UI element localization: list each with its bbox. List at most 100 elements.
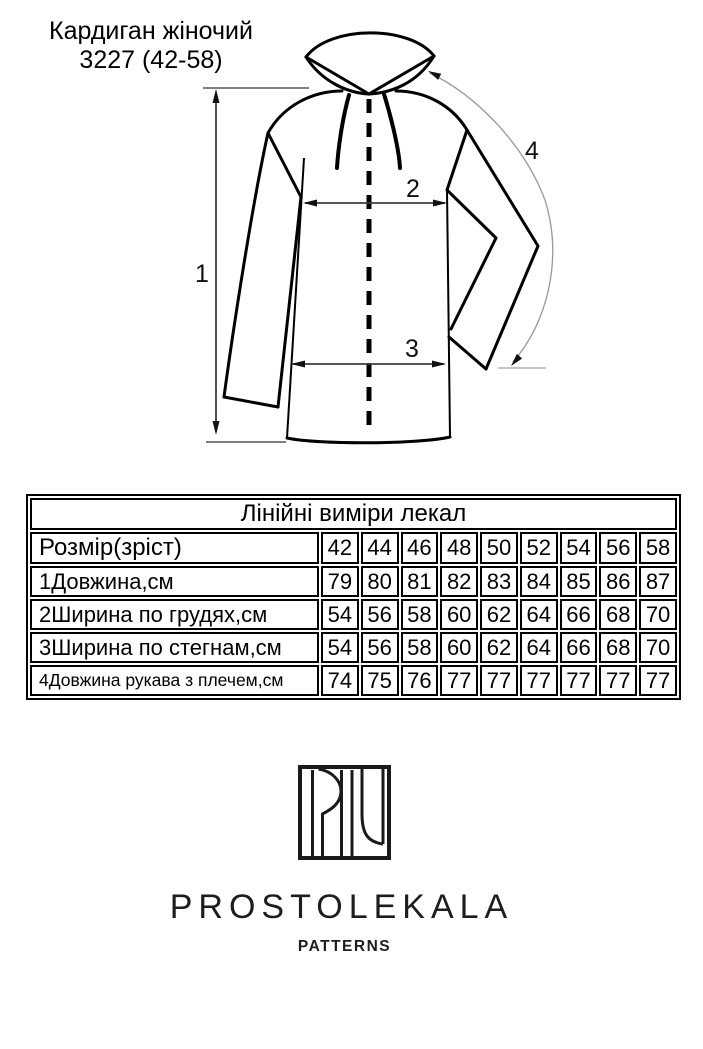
hood-fold-left <box>304 55 371 96</box>
value-cell: 68 <box>599 632 638 663</box>
arrow-hips-right <box>432 360 446 368</box>
value-cell: 60 <box>440 599 479 630</box>
row-label: 4Довжина рукава з плечем,см <box>30 665 319 696</box>
value-cell: 62 <box>480 632 518 663</box>
hood-fold-right <box>367 54 436 96</box>
measurement-row-sleeve: 4Довжина рукава з плечем,см 74 75 76 77 … <box>30 665 677 696</box>
sleeve-right-outer <box>465 128 540 371</box>
value-cell: 87 <box>639 566 677 597</box>
sleeve-right-inner <box>445 188 498 331</box>
arrow-hips-left <box>291 360 305 368</box>
hood-lower-left <box>304 55 371 96</box>
arrow-sleeve-top <box>428 71 442 80</box>
value-cell: 70 <box>639 632 677 663</box>
shoulder-right <box>394 89 469 132</box>
dim-curve-sleeve <box>429 72 554 363</box>
hood-lower-right <box>367 54 436 96</box>
value-cell: 60 <box>440 632 479 663</box>
value-cell: 62 <box>480 599 518 630</box>
raglan-seam-left <box>266 131 303 199</box>
size-cell: 42 <box>321 532 359 564</box>
value-cell: 64 <box>519 599 558 630</box>
size-cell: 56 <box>599 532 638 564</box>
shoulder-left <box>266 89 344 135</box>
value-cell: 58 <box>400 632 439 663</box>
value-cell: 68 <box>599 599 638 630</box>
arrow-length-top <box>212 89 220 103</box>
value-cell: 75 <box>360 665 399 696</box>
size-cell: 54 <box>559 532 598 564</box>
size-table: Лінійні виміри лекал Розмір(зріст) 42 44… <box>26 494 681 700</box>
value-cell: 81 <box>400 566 439 597</box>
arrow-length-bottom <box>212 421 220 435</box>
dimension-arrowheads <box>212 71 523 435</box>
sleeve-left-cuff <box>222 395 280 409</box>
hood-drawstrings <box>335 92 402 170</box>
value-cell: 74 <box>321 665 359 696</box>
measurement-row-length: 1Довжина,см 79 80 81 82 83 84 85 86 87 <box>30 566 677 597</box>
logo-square-frame <box>298 765 391 860</box>
row-label: 3Ширина по стегнам,см <box>30 632 319 663</box>
value-cell: 56 <box>360 599 399 630</box>
arrow-chest-left <box>303 199 317 207</box>
drawstring-right <box>382 92 402 170</box>
value-cell: 77 <box>519 665 558 696</box>
measurement-row-hips: 3Ширина по стегнам,см 54 56 58 60 62 64 … <box>30 632 677 663</box>
brand-name: PROSTOLEKALA <box>169 888 514 926</box>
sleeve-left-inner <box>276 195 303 409</box>
arrow-chest-right <box>433 199 447 207</box>
size-cell: 46 <box>400 532 439 564</box>
arrow-sleeve-bottom <box>511 353 523 366</box>
table-title: Лінійні виміри лекал <box>30 498 677 530</box>
brand-tagline: PATTERNS <box>297 938 392 955</box>
dimension-label-sleeve: 4 <box>525 137 539 165</box>
value-cell: 77 <box>440 665 479 696</box>
value-cell: 79 <box>321 566 359 597</box>
size-header-row: Розмір(зріст) 42 44 46 48 50 52 54 56 58 <box>30 532 677 564</box>
cardigan-outline <box>222 31 540 445</box>
value-cell: 76 <box>400 665 439 696</box>
value-cell: 54 <box>321 632 359 663</box>
value-cell: 77 <box>559 665 598 696</box>
dimension-label-hips: 3 <box>405 335 419 363</box>
product-title-line1: Кардиган жіночий <box>49 17 253 45</box>
hood-top-arc <box>304 31 436 59</box>
value-cell: 58 <box>400 599 439 630</box>
logo-monogram <box>311 767 385 856</box>
value-cell: 77 <box>480 665 518 696</box>
size-cell: 44 <box>360 532 399 564</box>
body-edges <box>286 157 451 439</box>
cardigan-technical-drawing: 1 2 3 4 <box>195 31 554 445</box>
dimension-lines <box>215 92 445 431</box>
dimension-label-chest: 2 <box>406 175 420 203</box>
size-cell: 52 <box>519 532 558 564</box>
value-cell: 77 <box>599 665 638 696</box>
size-cell: 50 <box>480 532 518 564</box>
value-cell: 84 <box>519 566 558 597</box>
value-cell: 85 <box>559 566 598 597</box>
dimension-label-length: 1 <box>195 260 209 288</box>
measurement-row-chest: 2Ширина по грудях,см 54 56 58 60 62 64 6… <box>30 599 677 630</box>
prostolekala-logo-icon <box>298 765 391 860</box>
table-title-row: Лінійні виміри лекал <box>30 498 677 530</box>
value-cell: 80 <box>360 566 399 597</box>
sleeve-right-cuff <box>447 335 488 371</box>
value-cell: 64 <box>519 632 558 663</box>
value-cell: 83 <box>480 566 518 597</box>
size-row-label: Розмір(зріст) <box>30 532 319 564</box>
value-cell: 70 <box>639 599 677 630</box>
drawstring-left <box>335 93 351 170</box>
value-cell: 66 <box>559 599 598 630</box>
value-cell: 66 <box>559 632 598 663</box>
product-title: Кардиган жіночий 3227 (42-58) <box>28 17 274 75</box>
value-cell: 56 <box>360 632 399 663</box>
row-label: 1Довжина,см <box>30 566 319 597</box>
size-cell: 58 <box>639 532 677 564</box>
value-cell: 54 <box>321 599 359 630</box>
value-cell: 86 <box>599 566 638 597</box>
raglan-seam-right <box>445 128 469 192</box>
value-cell: 82 <box>440 566 479 597</box>
size-cell: 48 <box>440 532 479 564</box>
row-label: 2Ширина по грудях,см <box>30 599 319 630</box>
